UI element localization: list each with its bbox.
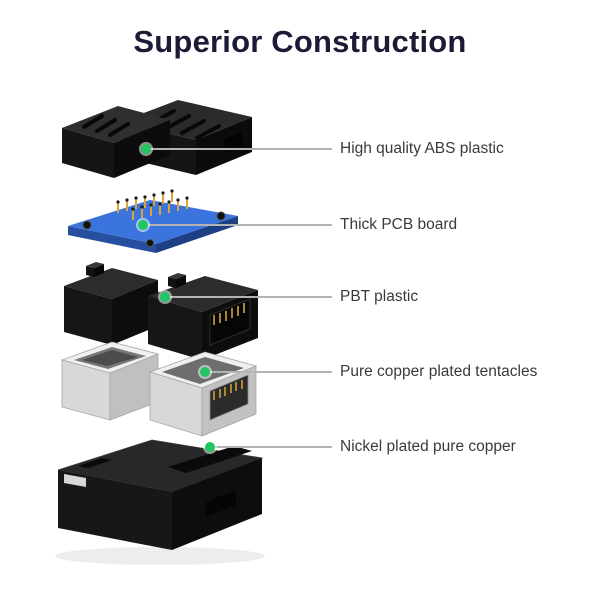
pcb-pins — [117, 191, 188, 220]
part-metal-shield — [60, 341, 258, 437]
callout-dot — [200, 367, 210, 377]
page-title: Superior Construction — [133, 24, 467, 59]
part-pcb-board — [68, 189, 238, 253]
callout-label: High quality ABS plastic — [340, 140, 504, 157]
shell-side-opening — [206, 490, 236, 517]
callout-dot — [160, 292, 170, 302]
vent-slits-left — [82, 114, 130, 137]
part-bottom-shell — [55, 439, 265, 565]
part-abs-top-shell — [62, 100, 252, 178]
shell-top-slot — [78, 458, 112, 468]
pcb-pin-tips — [116, 189, 189, 211]
callout-dot — [138, 220, 148, 230]
callout-dot — [141, 144, 151, 154]
copper-contacts — [209, 374, 249, 421]
callout-label: Pure copper plated tentacles — [340, 363, 538, 380]
latch-nub-right — [168, 273, 186, 288]
callout-line — [205, 371, 332, 373]
shell-top-opening — [168, 446, 252, 473]
callout-label: Thick PCB board — [340, 216, 458, 233]
shell-front-slot — [64, 474, 86, 487]
rj45-port — [209, 298, 251, 346]
callout-line — [146, 148, 332, 150]
part-pbt-housing — [64, 262, 258, 360]
callout-dot — [205, 442, 215, 452]
callout-label: Nickel plated pure copper — [340, 438, 516, 455]
latch-nub-left — [86, 262, 104, 277]
callout-line — [210, 446, 332, 448]
pcb-screws — [82, 211, 226, 247]
callout-line — [143, 224, 332, 226]
shell-side-slot — [224, 132, 242, 153]
vent-slits-right — [150, 109, 221, 140]
callout-label: PBT plastic — [340, 288, 419, 305]
callout-line — [165, 296, 332, 298]
